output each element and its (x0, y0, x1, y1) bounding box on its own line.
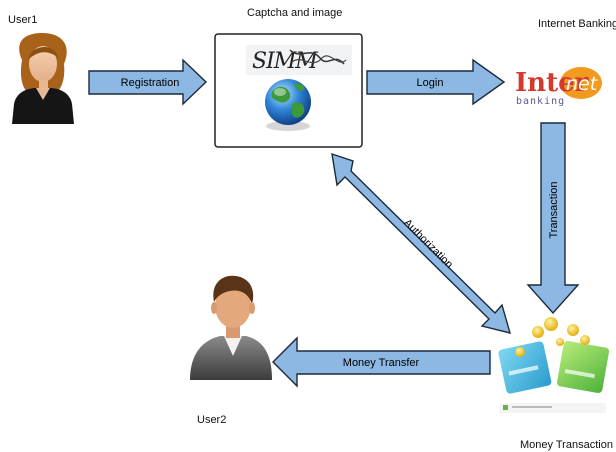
money-transaction-icon (498, 317, 610, 413)
authorization-arrow (331, 152, 512, 334)
money-transfer-arrow (272, 336, 491, 388)
globe-icon (265, 79, 311, 131)
internet-banking-logo: Inter net banking (515, 67, 602, 107)
money-transfer-label: Money Transfer (343, 357, 420, 369)
captcha-box-title: Captcha and image (247, 7, 343, 19)
svg-text:banking: banking (516, 96, 565, 107)
user2-label: User2 (197, 414, 227, 426)
internet-banking-title: Internet Banking (538, 18, 616, 30)
registration-arrow (88, 58, 208, 106)
captcha-icon: SIMM (246, 45, 352, 75)
login-label: Login (417, 77, 444, 89)
svg-text:Inter: Inter (515, 68, 589, 98)
female-user-icon (12, 33, 74, 124)
login-arrow (366, 58, 506, 106)
svg-text:net: net (566, 73, 599, 95)
user1-label: User1 (8, 14, 38, 26)
transaction-arrow (526, 122, 580, 315)
registration-label: Registration (121, 77, 180, 89)
transaction-label: Transaction (548, 181, 560, 238)
authorization-label: Authorization (401, 217, 455, 271)
male-user-icon (190, 275, 272, 380)
money-transaction-title: Money Transaction (520, 439, 613, 451)
